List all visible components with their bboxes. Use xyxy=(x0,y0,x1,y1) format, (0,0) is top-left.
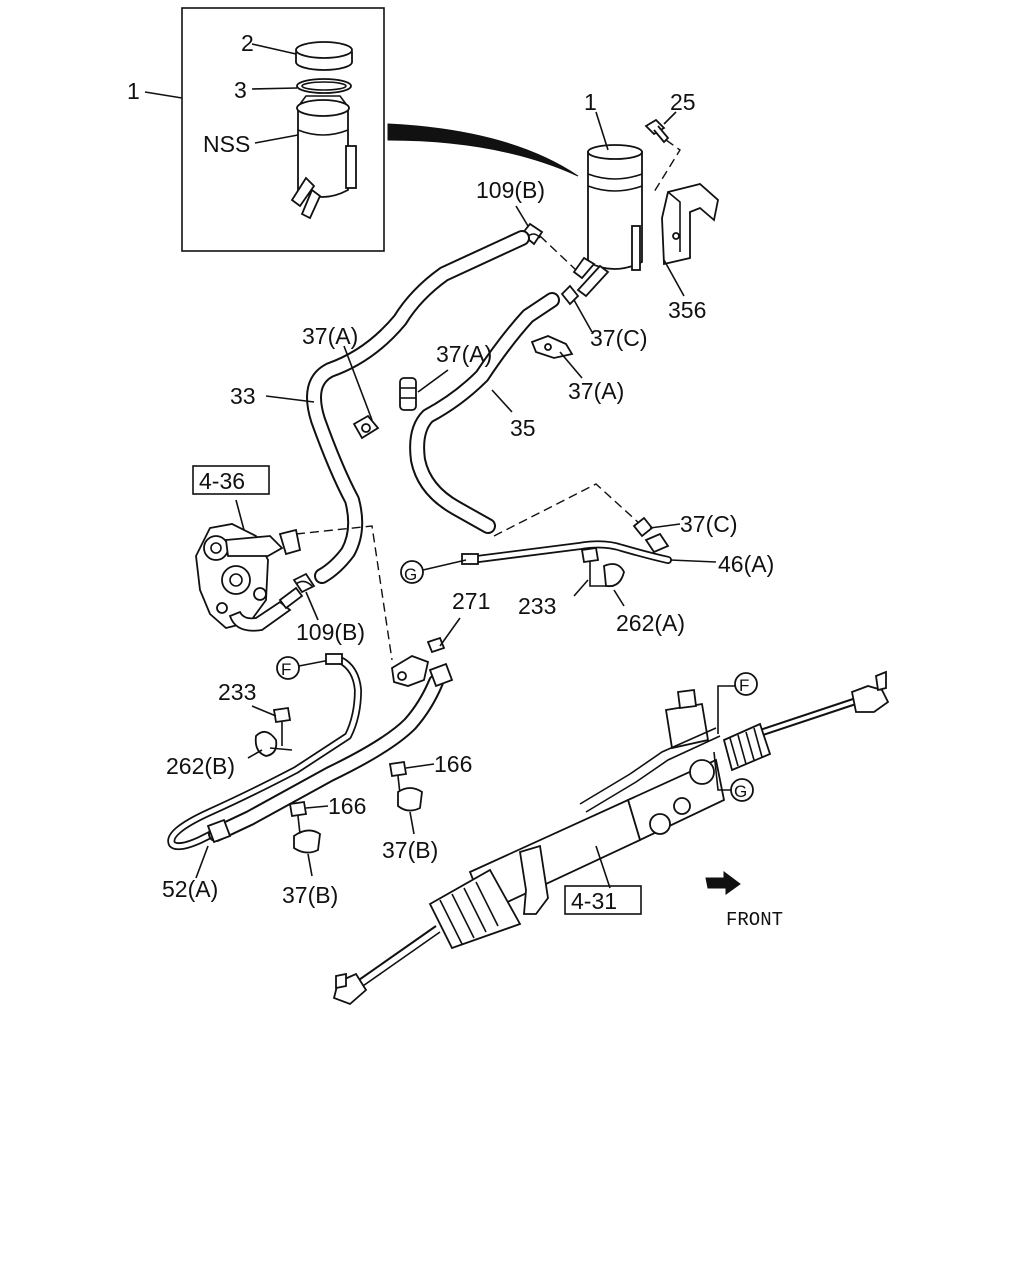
clamp-37a-mid xyxy=(399,377,417,411)
label-g-top: G xyxy=(404,565,417,584)
callout-f-left xyxy=(276,653,343,680)
label-109b-top: 109(B) xyxy=(476,177,545,203)
seal-ring xyxy=(296,78,352,94)
clamp-37c-top xyxy=(560,284,580,306)
label-37c-top: 37(C) xyxy=(590,325,648,351)
label-262a: 262(A) xyxy=(616,610,685,636)
clamp-37b-left xyxy=(293,829,321,854)
inset-frame xyxy=(181,7,385,252)
reservoir-body xyxy=(290,95,357,220)
clamp-37b-right xyxy=(397,787,423,812)
label-356: 356 xyxy=(668,297,706,323)
label-37a-right: 37(A) xyxy=(568,378,624,404)
label-ref-4-31: 4-31 xyxy=(571,888,617,914)
label-233-right: 233 xyxy=(518,593,556,619)
label-37a-mid: 37(A) xyxy=(436,341,492,367)
label-233-left: 233 xyxy=(218,679,256,705)
label-2: 2 xyxy=(241,30,254,56)
label-g-right: G xyxy=(734,782,747,801)
reservoir-tank xyxy=(572,144,643,298)
label-3: 3 xyxy=(234,77,247,103)
pipe-46a xyxy=(461,532,672,565)
label-166-right: 166 xyxy=(434,751,472,777)
label-f-right: F xyxy=(739,676,749,695)
label-52a: 52(A) xyxy=(162,876,218,902)
label-25: 25 xyxy=(670,89,696,115)
clamp-109b-pump xyxy=(292,572,316,594)
hose-35 xyxy=(409,292,560,534)
label-109b-pump: 109(B) xyxy=(296,619,365,645)
inset-pointer-arrow xyxy=(387,123,579,177)
clamp-37a-left xyxy=(352,414,380,440)
steering-pump xyxy=(195,523,304,632)
label-37c-mid: 37(C) xyxy=(680,511,738,537)
label-37b-right: 37(B) xyxy=(382,837,438,863)
front-arrow-icon xyxy=(705,871,741,895)
bracket-356 xyxy=(661,183,719,266)
label-33: 33 xyxy=(230,383,256,409)
label-nss: NSS xyxy=(203,131,250,157)
label-f-left: F xyxy=(281,660,291,679)
hose-33 xyxy=(306,230,530,584)
label-46a: 46(A) xyxy=(718,551,774,577)
ref-box-4-36 xyxy=(192,465,270,495)
fitting-271 xyxy=(391,636,446,687)
label-166-left: 166 xyxy=(328,793,366,819)
label-1-inset: 1 xyxy=(127,78,140,104)
label-37b-left: 37(B) xyxy=(282,882,338,908)
label-1-tank: 1 xyxy=(584,89,597,115)
clamp-37a-right xyxy=(530,335,574,359)
label-35: 35 xyxy=(510,415,536,441)
label-262b: 262(B) xyxy=(166,753,235,779)
hose-52a xyxy=(206,662,454,844)
reservoir-inset: 2 3 NSS 1 xyxy=(127,7,385,252)
clip-262a xyxy=(603,563,625,588)
reservoir-cap xyxy=(295,41,353,71)
label-ref-4-36: 4-36 xyxy=(199,468,245,494)
ref-box-4-31 xyxy=(564,885,642,915)
bolt-233-left xyxy=(272,706,292,746)
label-271: 271 xyxy=(452,588,490,614)
pipe-return-left xyxy=(167,656,362,851)
label-front: FRONT xyxy=(726,909,783,931)
callout-g-right xyxy=(713,751,754,802)
callout-g-top xyxy=(400,559,467,584)
bolt-233-right xyxy=(580,546,600,578)
bolt-166-left xyxy=(288,800,308,835)
label-37a-left: 37(A) xyxy=(302,323,358,349)
callout-f-right xyxy=(717,672,758,734)
clip-262b xyxy=(254,730,293,757)
steering-rack xyxy=(332,670,890,1006)
